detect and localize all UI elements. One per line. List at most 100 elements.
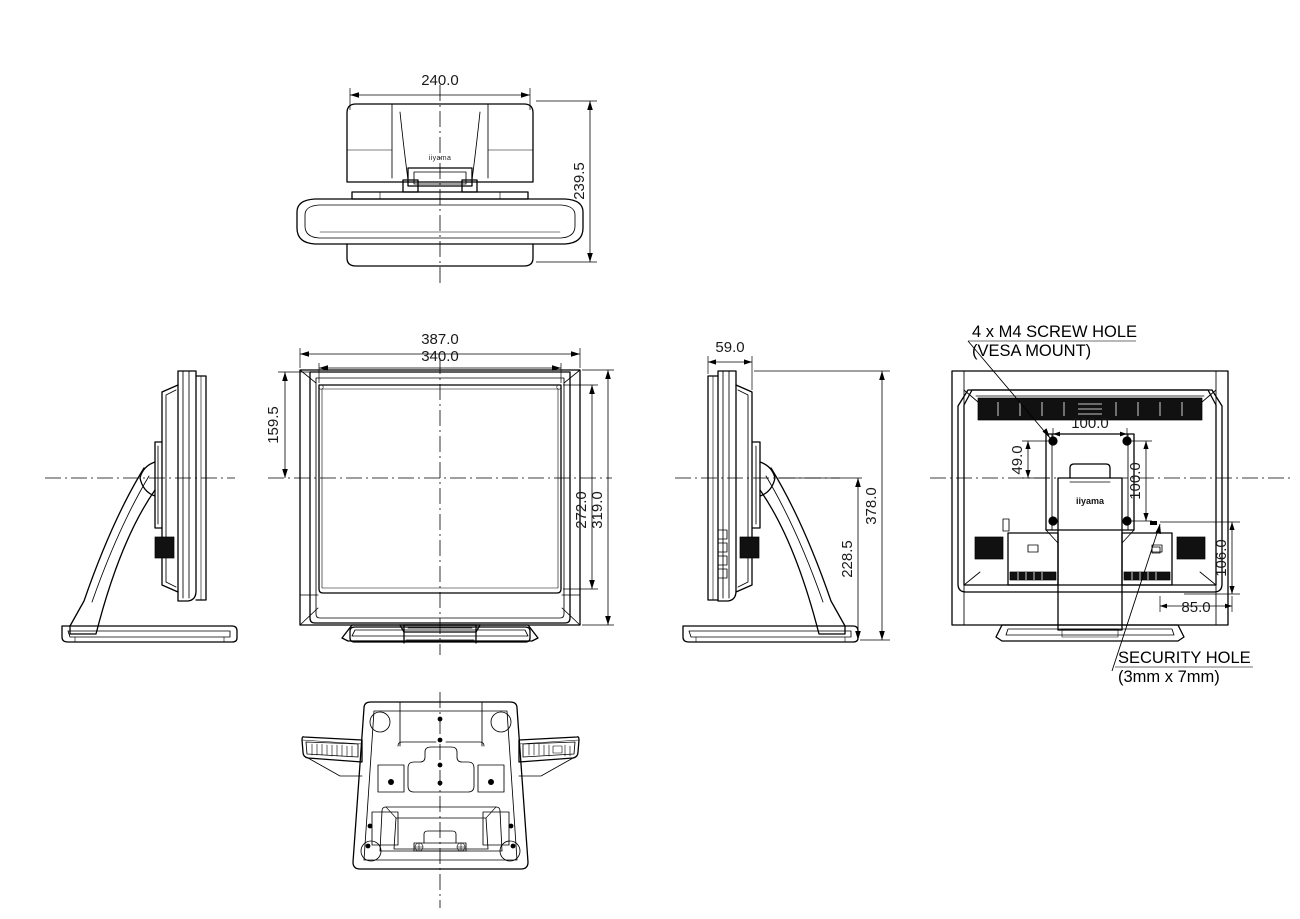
top-view-brand-logo: iiyama bbox=[429, 155, 452, 162]
dimension-label-2285: 228.5 bbox=[839, 540, 856, 578]
dimension-front-outer-height: 319.0 bbox=[582, 369, 614, 626]
dimension-label-59: 59.0 bbox=[715, 339, 744, 356]
left-back-cover-inner bbox=[165, 389, 177, 588]
dimension-label-387: 387.0 bbox=[421, 331, 459, 348]
dimension-label-vesa-100v: 100.0 bbox=[1127, 462, 1144, 500]
rear-bottom-vents bbox=[1009, 571, 1171, 581]
bottom-center-dot-2 bbox=[437, 737, 443, 743]
left-back-recess bbox=[154, 441, 163, 529]
dimension-label-378: 378.0 bbox=[863, 487, 880, 525]
dimension-vesa-height: 100.0 bbox=[1127, 440, 1152, 522]
osd-button-2[interactable] bbox=[717, 542, 728, 553]
svg-text:iiyama: iiyama bbox=[429, 155, 452, 162]
osd-button-1[interactable] bbox=[717, 529, 728, 540]
bottom-boss-bl bbox=[360, 840, 382, 862]
bottom-base-body bbox=[352, 701, 529, 870]
dimension-side-center-height: 228.5 bbox=[778, 477, 862, 640]
front-screen-area bbox=[318, 384, 562, 594]
bottom-screw-left bbox=[388, 779, 394, 785]
security-hole-detail bbox=[1151, 546, 1161, 554]
dimension-vesa-top-offset: 49.0 bbox=[1009, 440, 1050, 479]
dimension-rear-bottom-height: 106.0 bbox=[1160, 521, 1240, 595]
right-base bbox=[682, 625, 859, 643]
dimension-side-depth: 59.0 bbox=[707, 339, 753, 390]
left-base-feet bbox=[74, 636, 225, 643]
left-stand-arm bbox=[69, 467, 156, 635]
vesa-note-line2: (VESA MOUNT) bbox=[972, 342, 1091, 360]
bottom-wing-left bbox=[301, 736, 363, 777]
dimension-vesa-width: 100.0 bbox=[1052, 415, 1128, 438]
right-stand-arm-seam bbox=[765, 475, 824, 603]
bottom-rib-upper bbox=[399, 701, 483, 747]
bottom-boss-br bbox=[499, 840, 521, 862]
vesa-note-line1: 4 x M4 SCREW HOLE bbox=[972, 323, 1137, 341]
top-shell-taper-left bbox=[399, 111, 409, 181]
vesa-screw-hole-br bbox=[1122, 516, 1132, 526]
dimension-front-screen-width: 340.0 bbox=[318, 348, 562, 383]
bottom-boss-tr bbox=[490, 711, 512, 733]
bottom-screw-lower-right bbox=[508, 823, 514, 829]
bottom-pad-lower-left bbox=[371, 811, 399, 846]
osd-button-group[interactable] bbox=[717, 529, 728, 579]
bottom-center-dot-4 bbox=[437, 780, 443, 786]
bottom-latch-screw-marks bbox=[414, 842, 466, 852]
front-screen-inner bbox=[321, 388, 559, 589]
left-base-inner bbox=[67, 630, 231, 638]
rear-hinge-brackets bbox=[1045, 529, 1135, 544]
left-stand-arm-seam bbox=[91, 475, 150, 603]
right-hinge-pivot bbox=[759, 461, 776, 497]
bottom-screw-lower-left2 bbox=[365, 843, 371, 849]
rear-io-block-right bbox=[1176, 536, 1206, 560]
rear-stand-base-plate bbox=[1061, 628, 1119, 638]
bottom-wing-right-port bbox=[552, 745, 563, 754]
dimension-rear-bottom-width: 85.0 bbox=[1159, 596, 1233, 616]
bottom-screw-lower-left bbox=[367, 823, 373, 829]
front-screen-corner-dot-tl bbox=[318, 384, 324, 390]
osd-button-3[interactable] bbox=[717, 555, 728, 566]
dimension-label-2395: 239.5 bbox=[571, 162, 588, 200]
front-base-top bbox=[349, 626, 531, 643]
rear-port-slot-left bbox=[1002, 518, 1010, 532]
front-corner-gussets bbox=[299, 369, 581, 626]
right-base-feet bbox=[695, 636, 846, 643]
bottom-center-dot-1 bbox=[437, 716, 443, 722]
dimension-label-49: 49.0 bbox=[1009, 445, 1026, 474]
top-view: iiyama 240.0 bbox=[296, 72, 597, 285]
bottom-base-body-inner bbox=[363, 710, 518, 861]
front-base-inner bbox=[351, 629, 529, 637]
dimension-label-319: 319.0 bbox=[589, 491, 606, 529]
dimension-label-1595: 159.5 bbox=[265, 406, 282, 444]
bottom-lower-housing-inner bbox=[393, 817, 489, 850]
right-panel-body bbox=[717, 370, 737, 602]
rear-corner-caps bbox=[963, 389, 1217, 586]
dimension-label-240: 240.0 bbox=[421, 72, 459, 89]
right-back-recess bbox=[751, 441, 761, 529]
front-view: 387.0 340.0 159.5 272.0 bbox=[265, 331, 614, 655]
annotation-security-hole: SECURITY HOLE (3mm x 7mm) bbox=[1111, 523, 1253, 686]
rear-stand-base bbox=[995, 624, 1185, 642]
dimension-front-outer-width: 387.0 bbox=[299, 331, 581, 368]
rear-outer-chassis bbox=[951, 370, 1229, 626]
rear-io-housing-right bbox=[1121, 532, 1173, 586]
dimension-front-screen-height: 272.0 bbox=[563, 384, 598, 590]
top-base-slab bbox=[296, 198, 584, 245]
security-note-line2: (3mm x 7mm) bbox=[1118, 668, 1220, 686]
security-note-line1: SECURITY HOLE bbox=[1118, 649, 1251, 667]
right-stand-arm bbox=[759, 467, 846, 635]
bottom-screw-lower-right2 bbox=[510, 843, 516, 849]
dimension-label-85: 85.0 bbox=[1181, 599, 1210, 616]
bottom-view bbox=[301, 692, 580, 908]
rear-io-housing-left bbox=[1007, 532, 1059, 586]
front-base bbox=[341, 624, 539, 642]
bottom-center-dot-3 bbox=[437, 762, 443, 768]
right-connector-block bbox=[739, 536, 760, 559]
annotation-vesa: 4 x M4 SCREW HOLE (VESA MOUNT) bbox=[967, 323, 1137, 439]
left-hinge-pivot bbox=[139, 461, 156, 497]
rear-brand-logo: iiyama bbox=[1076, 496, 1105, 506]
front-bezel-inner bbox=[315, 377, 565, 619]
bottom-wing-right bbox=[518, 736, 580, 777]
bottom-housing-chamfers bbox=[385, 806, 497, 819]
rear-io-connectors bbox=[1027, 544, 1163, 553]
rear-io-block-left bbox=[974, 536, 1004, 560]
osd-button-4[interactable] bbox=[717, 568, 728, 579]
